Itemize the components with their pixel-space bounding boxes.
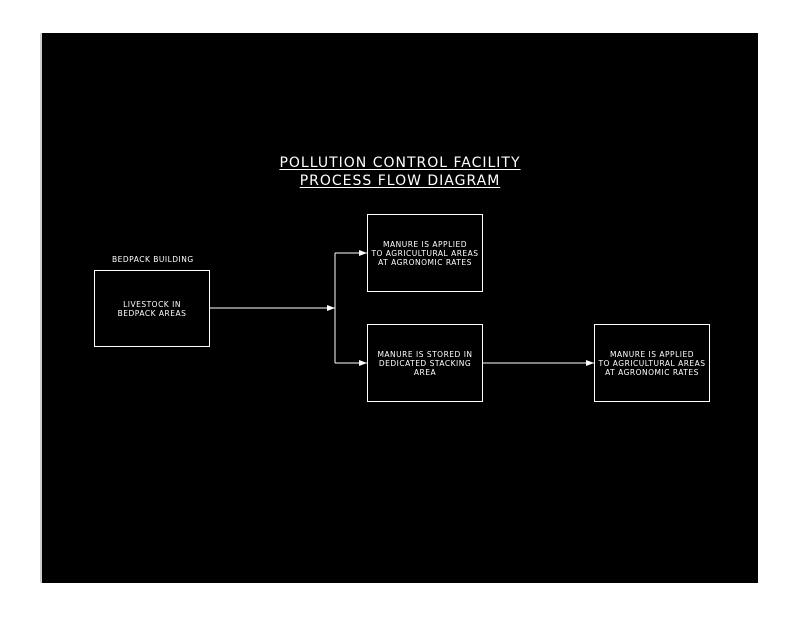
node-livestock: LIVESTOCK IN BEDPACK AREAS [94, 270, 210, 347]
diagram-subtitle: PROCESS FLOW DIAGRAM [299, 173, 501, 189]
node-applied-right-line3: AT AGRONOMIC RATES [605, 367, 699, 377]
node-applied-right-line1: MANURE IS APPLIED [610, 349, 694, 359]
node-applied-top-line1: MANURE IS APPLIED [383, 239, 467, 249]
node-applied-top-line3: AT AGRONOMIC RATES [378, 257, 472, 267]
node-stored-line1: MANURE IS STORED IN [377, 349, 473, 359]
bedpack-building-label: BEDPACK BUILDING [112, 255, 194, 264]
node-applied-top-line2: TO AGRICULTURAL AREAS [371, 248, 479, 258]
connectors [210, 250, 594, 366]
node-livestock-line2: BEDPACK AREAS [117, 308, 187, 318]
node-manure-applied-top: MANURE IS APPLIED TO AGRICULTURAL AREAS … [367, 214, 483, 292]
node-applied-right-line2: TO AGRICULTURAL AREAS [598, 358, 706, 368]
diagram-canvas: POLLUTION CONTROL FACILITY PROCESS FLOW … [40, 33, 758, 583]
node-livestock-line1: LIVESTOCK IN [123, 299, 181, 309]
node-stored-line2: DEDICATED STACKING AREA [378, 358, 472, 377]
diagram-title: POLLUTION CONTROL FACILITY [279, 155, 521, 171]
node-manure-stored: MANURE IS STORED IN DEDICATED STACKING A… [367, 324, 483, 402]
node-manure-applied-right: MANURE IS APPLIED TO AGRICULTURAL AREAS … [594, 324, 710, 402]
